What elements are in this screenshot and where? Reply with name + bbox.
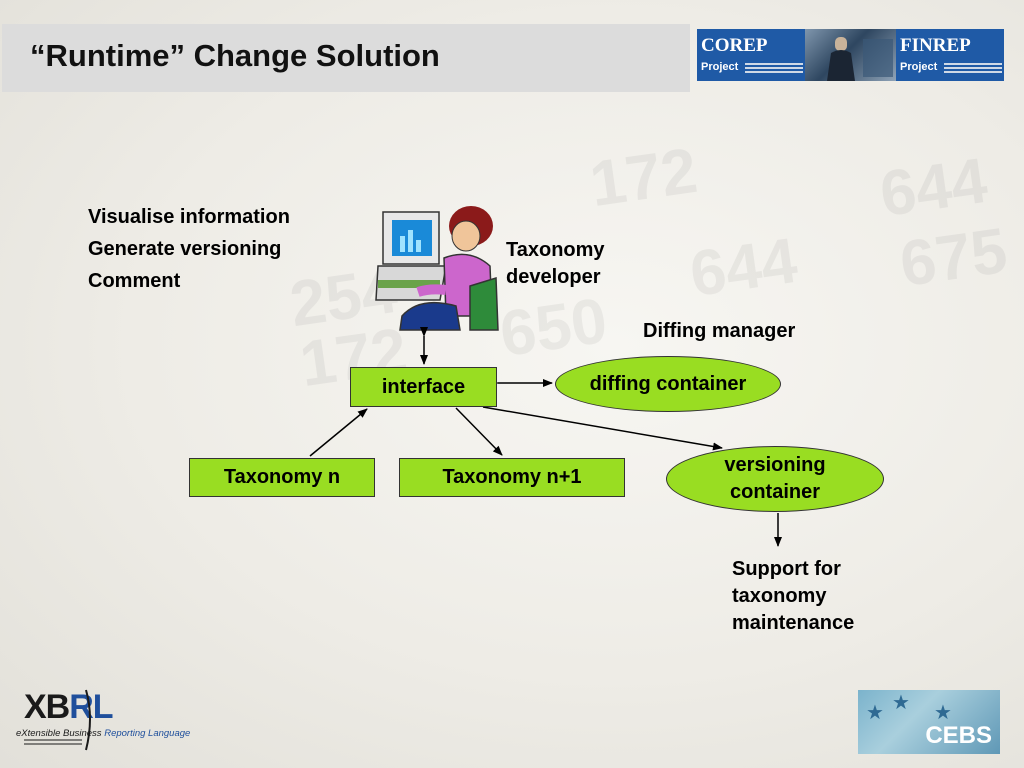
support-label-line: Support for: [732, 556, 854, 583]
developer-at-computer-icon: [376, 206, 498, 330]
xbrl-logo: XBRL eXtensible Business Reporting Langu…: [16, 688, 168, 752]
versioning-container-label-line: container: [730, 479, 820, 506]
versioning-container-label-line: versioning: [724, 452, 825, 479]
actor-label: Taxonomy developer: [506, 237, 605, 291]
activity-item: Visualise information: [88, 204, 290, 231]
actor-label-line: Taxonomy: [506, 237, 605, 264]
cebs-wordmark: CEBS: [925, 722, 992, 750]
diffing-container-node: diffing container: [555, 356, 781, 412]
interface-node-label: interface: [382, 376, 465, 399]
taxonomy-n1-node: Taxonomy n+1: [399, 458, 625, 497]
taxonomy-n1-label: Taxonomy n+1: [442, 466, 581, 489]
activity-item: Comment: [88, 268, 290, 295]
actor-label-line: developer: [506, 264, 605, 291]
versioning-container-node: versioning container: [666, 446, 884, 512]
support-label-line: taxonomy: [732, 583, 854, 610]
xbrl-tagline-dark: eXtensible Business: [16, 728, 102, 739]
diffing-manager-label: Diffing manager: [643, 318, 795, 345]
cebs-logo: ★ ★ ★ CEBS: [858, 690, 1000, 754]
star-icon: ★: [892, 690, 910, 715]
diffing-container-label: diffing container: [590, 371, 747, 398]
xbrl-swoosh-icon: [16, 688, 168, 752]
activity-item: Generate versioning: [88, 236, 290, 263]
taxonomy-n-label: Taxonomy n: [224, 466, 340, 489]
activity-list: Visualise information Generate versionin…: [88, 204, 290, 295]
support-label: Support for taxonomy maintenance: [732, 556, 854, 637]
support-label-line: maintenance: [732, 610, 854, 637]
xbrl-tagline: eXtensible Business Reporting Language: [16, 728, 190, 739]
taxonomy-n-node: Taxonomy n: [189, 458, 375, 497]
xbrl-tagline-blue: Reporting Language: [104, 728, 190, 739]
star-icon: ★: [866, 700, 884, 725]
interface-node: interface: [350, 367, 497, 407]
